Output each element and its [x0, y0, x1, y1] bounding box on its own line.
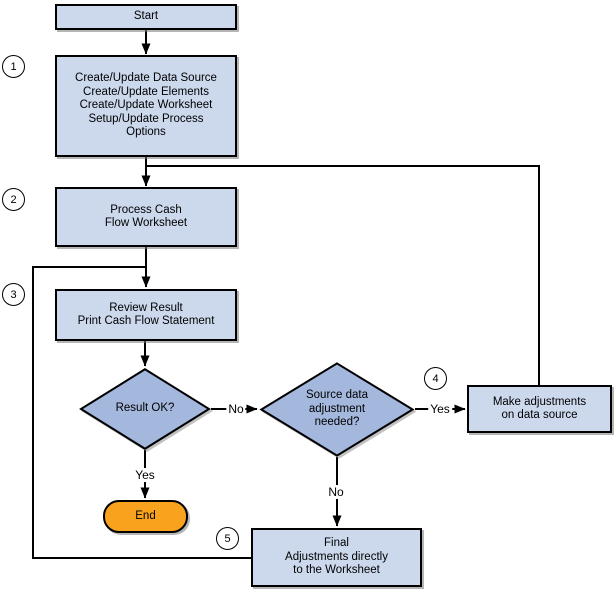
node-process-label: Process Cash Flow Worksheet	[104, 203, 188, 230]
edge-label-result-yes: Yes	[133, 468, 157, 482]
step-marker-5: 5	[216, 527, 239, 550]
step-marker-4-label: 4	[432, 372, 439, 385]
step-marker-4: 4	[424, 367, 447, 390]
node-end-label: End	[135, 509, 156, 522]
edge-label-source-yes: Yes	[428, 402, 452, 416]
step-marker-2: 2	[2, 188, 25, 211]
step-marker-5-label: 5	[224, 532, 231, 545]
node-process: Process Cash Flow Worksheet	[55, 187, 237, 247]
step-marker-1-label: 1	[10, 60, 17, 73]
node-make-adjustments: Make adjustments on data source	[467, 385, 612, 433]
node-result-ok: Result OK?	[79, 368, 211, 450]
node-setup: Create/Update Data Source Create/Update …	[55, 55, 237, 157]
edge-label-result-no: No	[226, 402, 246, 416]
edge-label-source-no: No	[326, 485, 346, 499]
node-final-adjustments-label: Final Adjustments directly to the Worksh…	[285, 537, 388, 577]
node-result-ok-label: Result OK?	[115, 402, 175, 415]
node-source-adjustment: Source data adjustment needed?	[259, 362, 415, 457]
step-marker-3-label: 3	[10, 288, 17, 301]
node-end: End	[103, 500, 188, 533]
step-marker-1: 1	[2, 55, 25, 78]
step-marker-2-label: 2	[10, 193, 17, 206]
node-review: Review Result Print Cash Flow Statement	[55, 289, 237, 341]
diamond-shape	[79, 368, 211, 450]
node-make-adjustments-label: Make adjustments on data source	[492, 395, 587, 422]
node-source-adjustment-label: Source data adjustment needed?	[305, 389, 368, 429]
diamond-shape	[259, 362, 415, 457]
node-start: Start	[55, 4, 237, 30]
node-setup-label: Create/Update Data Source Create/Update …	[75, 72, 217, 139]
node-review-label: Review Result Print Cash Flow Statement	[77, 301, 215, 328]
node-start-label: Start	[133, 10, 159, 23]
step-marker-3: 3	[2, 283, 25, 306]
node-final-adjustments: Final Adjustments directly to the Worksh…	[251, 528, 422, 587]
